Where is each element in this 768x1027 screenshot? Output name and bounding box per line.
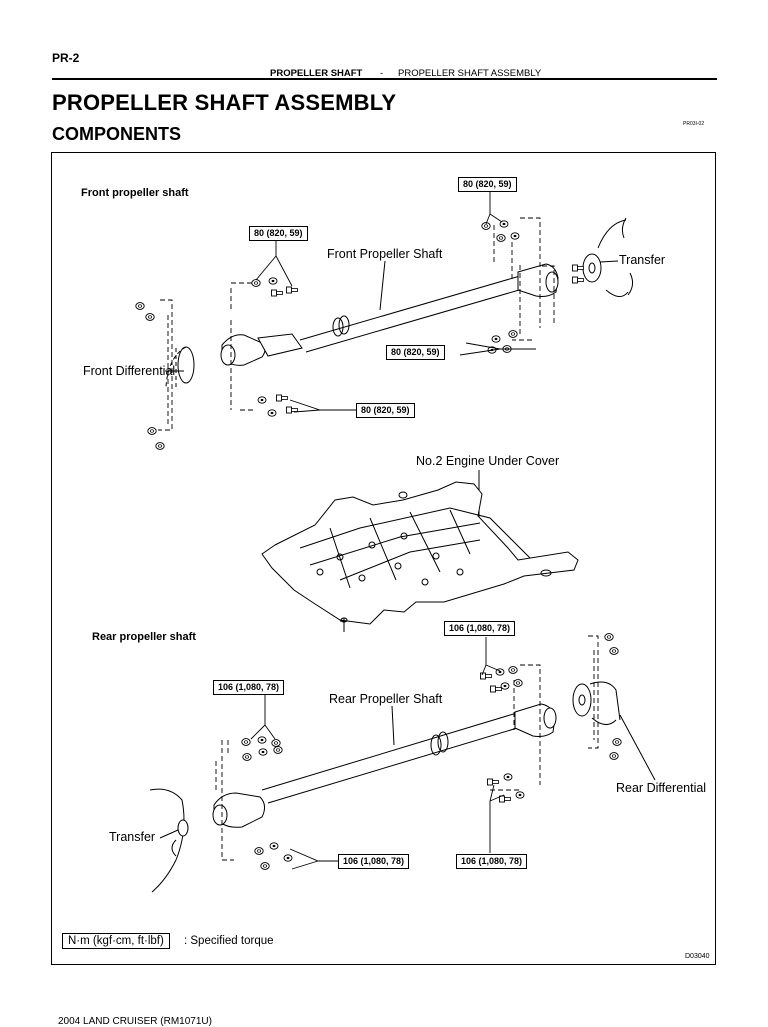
torque-callout: 106 (1,080, 78) — [456, 854, 528, 869]
header-subsection: PROPELLER SHAFT ASSEMBLY — [398, 68, 542, 79]
page-title: PROPELLER SHAFT ASSEMBLY — [52, 90, 397, 115]
page-code: PR-2 — [52, 51, 80, 65]
header-section: PROPELLER SHAFT — [270, 68, 363, 79]
rear-differential-label: Rear Differential — [616, 781, 707, 795]
header-rule — [52, 78, 717, 80]
torque-callout: 80 (820, 59) — [249, 226, 308, 241]
diagram-frame — [51, 152, 716, 965]
rear-transfer-label: Transfer — [109, 830, 156, 844]
rear-shaft-label: Rear Propeller Shaft — [329, 692, 443, 706]
figure-code: D03040 — [685, 953, 710, 960]
rear-shaft-drawing — [149, 681, 656, 893]
rear-fasteners — [241, 633, 622, 870]
torque-legend-text: : Specified torque — [184, 935, 274, 947]
front-transfer-label: Transfer — [619, 253, 666, 267]
torque-callout: 80 (820, 59) — [356, 403, 415, 418]
torque-callout: 106 (1,080, 78) — [338, 854, 410, 869]
front-shaft-drawing — [165, 217, 634, 390]
rear-section-heading: Rear propeller shaft — [92, 631, 196, 643]
front-shaft-label: Front Propeller Shaft — [327, 247, 443, 261]
header-separator: - — [380, 68, 384, 79]
torque-callout: 106 (1,080, 78) — [444, 621, 516, 636]
page-footer: 2004 LAND CRUISER (RM1071U) — [58, 1016, 212, 1027]
front-differential-label: Front Differential — [83, 364, 176, 378]
front-section-heading: Front propeller shaft — [81, 187, 189, 199]
page-subtitle: COMPONENTS — [52, 124, 182, 144]
engine-under-cover-label: No.2 Engine Under Cover — [416, 454, 560, 468]
engine-under-cover-drawing — [261, 470, 579, 632]
torque-callout: 80 (820, 59) — [386, 345, 445, 360]
torque-unit-legend: N·m (kgf·cm, ft·lbf) — [62, 933, 170, 949]
torque-callout: 80 (820, 59) — [458, 177, 517, 192]
torque-callout: 106 (1,080, 78) — [213, 680, 285, 695]
doc-code: PR03I-02 — [683, 121, 705, 127]
